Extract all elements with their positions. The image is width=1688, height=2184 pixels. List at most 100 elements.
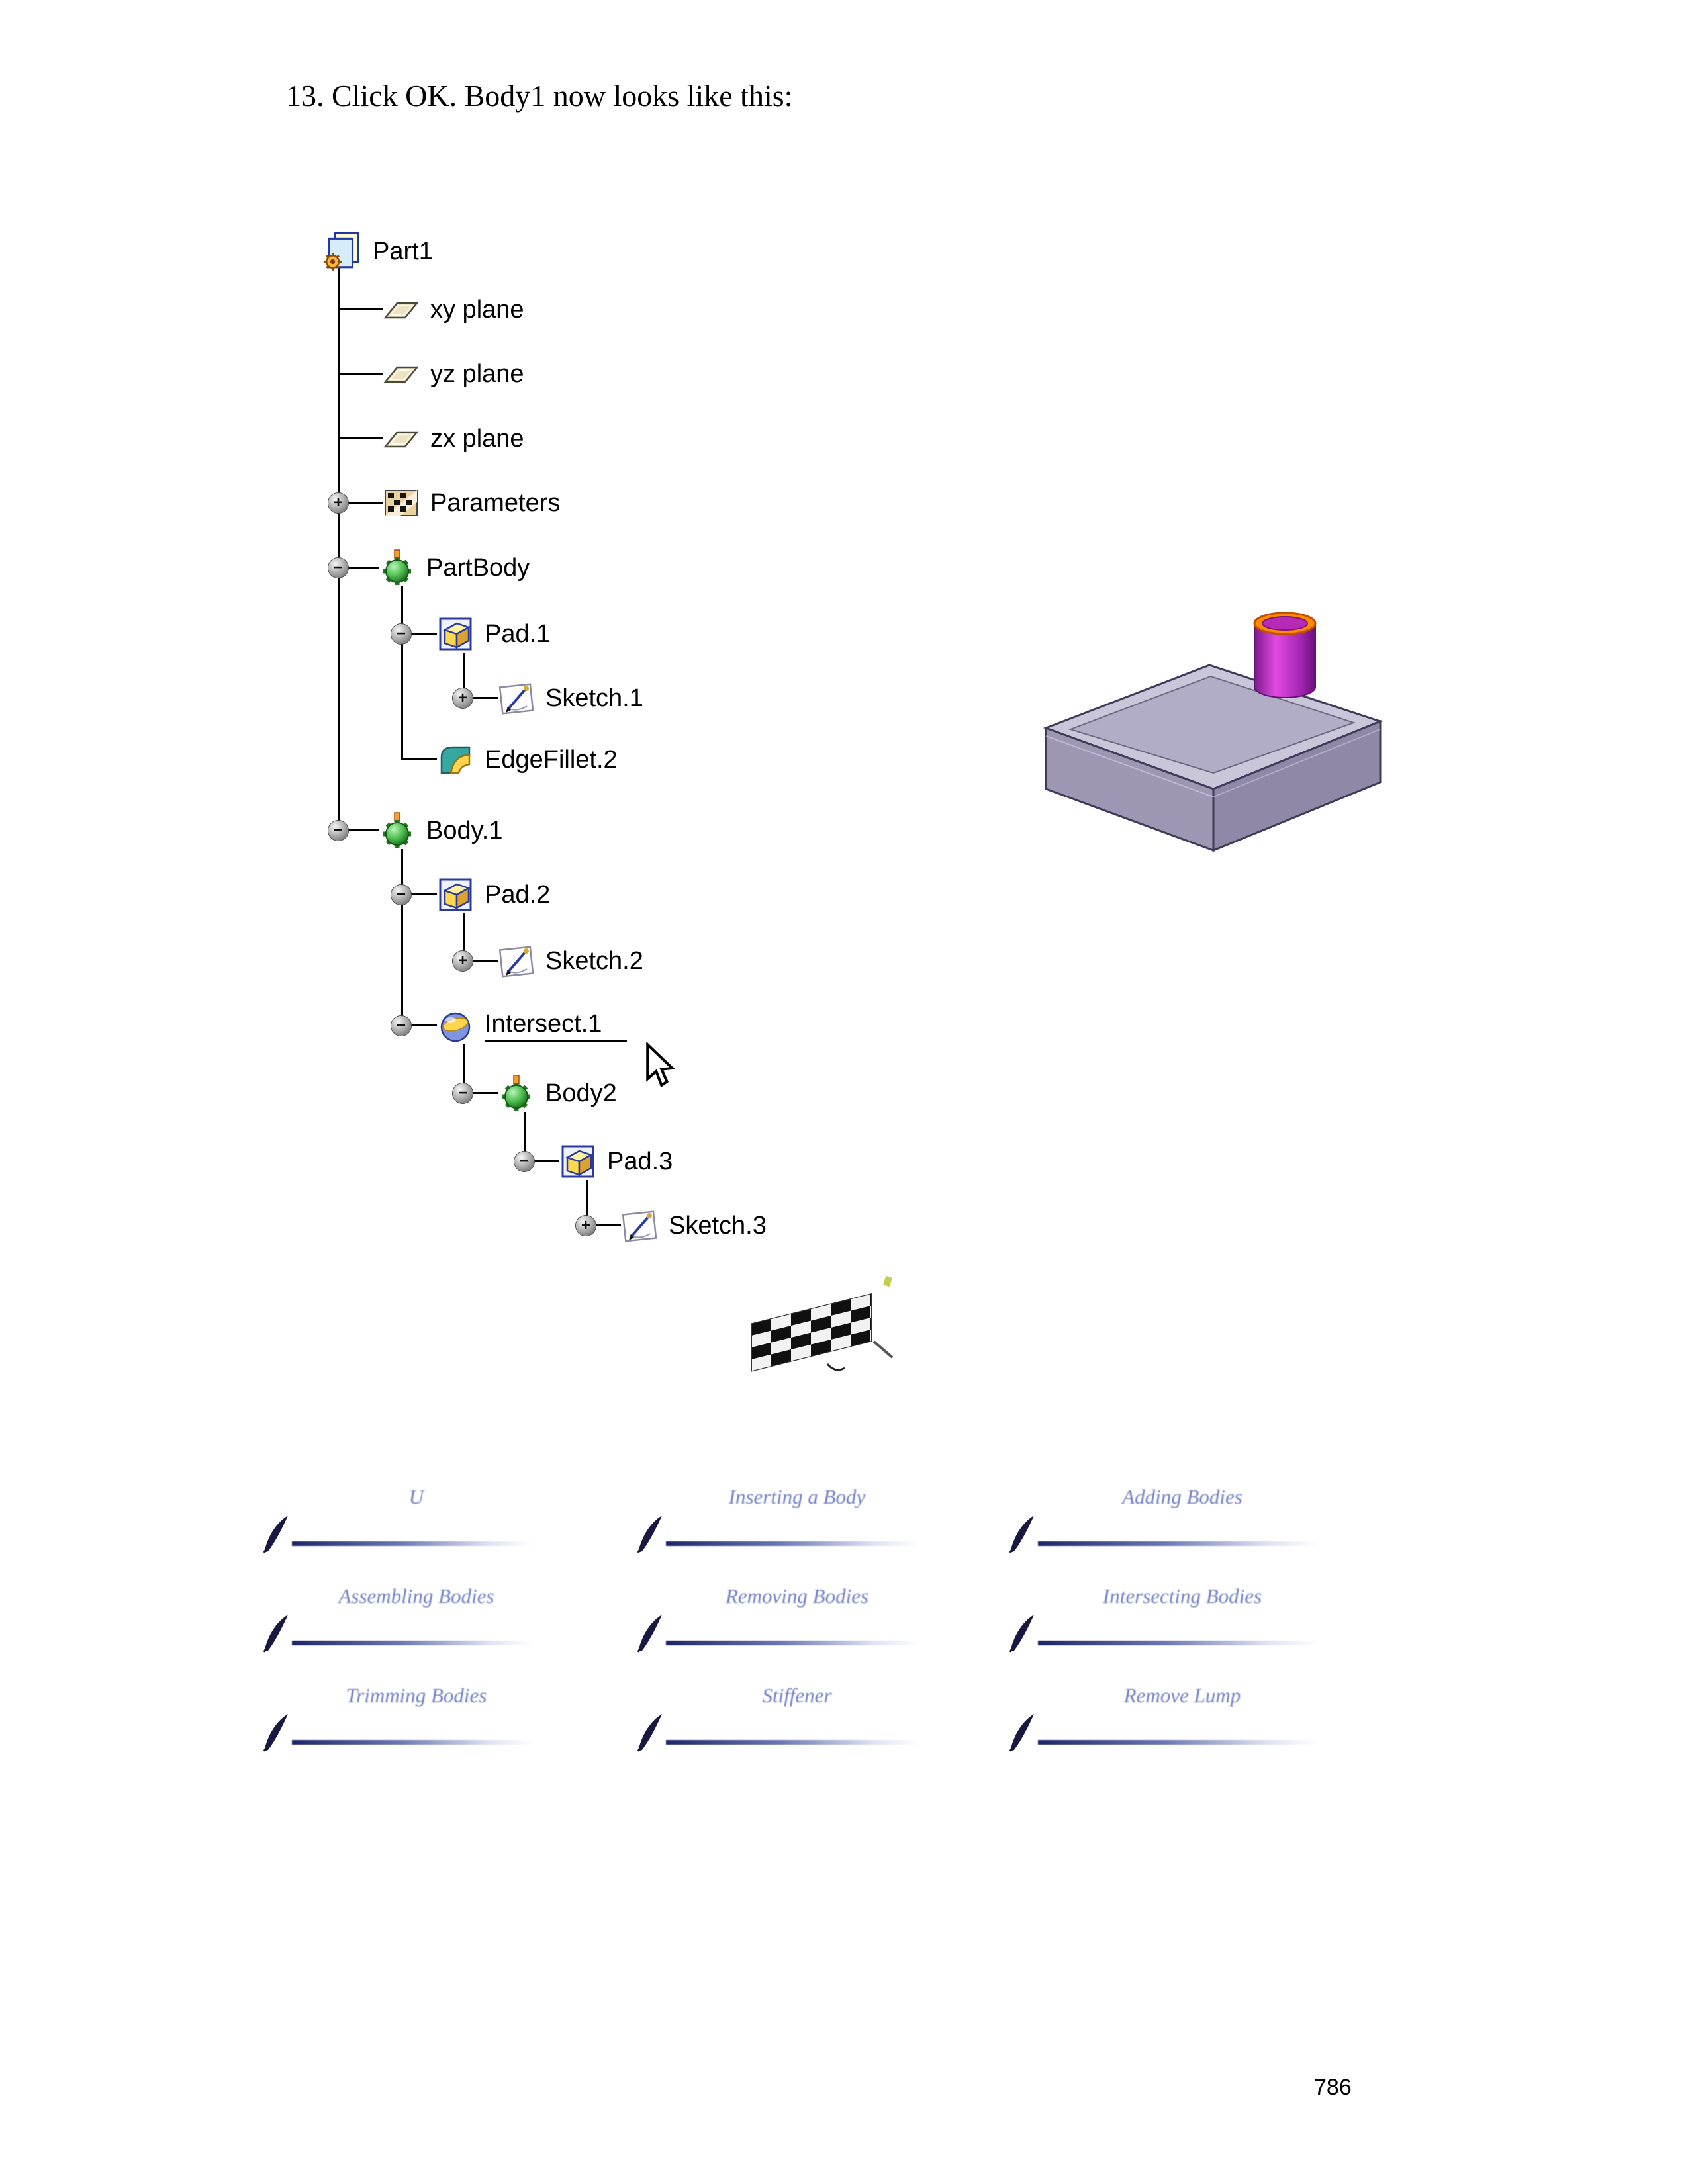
edge-fillet-icon	[437, 741, 474, 778]
related-link[interactable]: Inserting a Body	[728, 1485, 866, 1508]
tree-item-label: zx plane	[430, 424, 524, 453]
tree-item-label: Pad.1	[485, 619, 551, 648]
body-gear-icon	[379, 549, 416, 586]
tree-line	[463, 1092, 498, 1094]
expander-toggle-pad3[interactable]: −	[514, 1152, 534, 1171]
link-underline	[292, 1740, 533, 1745]
related-link[interactable]: Stiffener	[762, 1684, 832, 1707]
body-gear-icon	[379, 812, 416, 849]
tree-item-body2[interactable]: Body2	[498, 1073, 617, 1113]
tree-item-sketch3[interactable]: Sketch.3	[621, 1206, 767, 1246]
related-link[interactable]: Adding Bodies	[1122, 1485, 1243, 1508]
tree-item-part1[interactable]: Part1	[321, 232, 433, 271]
pad-icon	[559, 1143, 596, 1180]
related-link[interactable]: Intersecting Bodies	[1102, 1584, 1262, 1608]
tree-line	[338, 829, 379, 831]
cylinder-body	[1254, 623, 1316, 698]
quill-icon	[1006, 1709, 1037, 1756]
tree-line	[463, 913, 465, 961]
tree-line	[401, 849, 403, 1026]
related-link-cell: Removing Bodies	[635, 1582, 920, 1655]
intersect-icon	[437, 1007, 474, 1044]
related-link[interactable]: Trimming Bodies	[346, 1684, 487, 1707]
tree-item-parameters[interactable]: Parameters	[383, 483, 560, 523]
tree-item-yz-plane[interactable]: yz plane	[383, 354, 524, 394]
tree-item-sketch1[interactable]: Sketch.1	[498, 678, 643, 718]
mouse-cursor-icon	[645, 1041, 680, 1089]
quill-icon	[634, 1610, 665, 1657]
tree-line	[338, 308, 383, 310]
expander-toggle-pad2[interactable]: −	[391, 885, 411, 905]
tree-line	[401, 758, 437, 760]
expander-toggle-pad1[interactable]: −	[391, 624, 411, 644]
link-underline	[666, 1541, 920, 1546]
checkered-flag-icon	[728, 1267, 907, 1383]
plane-icon	[383, 420, 420, 457]
link-underline	[1038, 1541, 1319, 1546]
tree-item-label: Part1	[373, 237, 433, 265]
tree-line	[401, 1024, 437, 1026]
tree-line	[338, 373, 383, 375]
tree-line	[463, 1044, 465, 1093]
expander-toggle-partbody[interactable]: −	[328, 558, 348, 578]
related-link[interactable]: Remove Lump	[1123, 1684, 1241, 1707]
related-link-cell: Remove Lump	[1008, 1681, 1319, 1754]
related-link[interactable]: Assembling Bodies	[338, 1584, 494, 1608]
tree-item-partbody[interactable]: PartBody	[379, 548, 530, 588]
tree-line	[338, 567, 379, 569]
expander-toggle-sketch3[interactable]: +	[576, 1216, 596, 1236]
link-underline	[292, 1641, 533, 1645]
tree-line	[524, 1160, 559, 1162]
expander-toggle-sketch1[interactable]: +	[453, 688, 473, 708]
tree-item-pad2[interactable]: Pad.2	[437, 875, 550, 915]
quill-icon	[260, 1510, 291, 1558]
tree-item-label: EdgeFillet.2	[485, 745, 618, 774]
tree-line	[586, 1180, 588, 1226]
expander-toggle-body1[interactable]: −	[328, 821, 348, 841]
plane-icon	[383, 291, 420, 328]
related-link-cell: Adding Bodies	[1008, 1482, 1319, 1555]
parameters-icon	[383, 484, 420, 522]
sketch-icon	[498, 680, 535, 717]
plane-icon	[383, 355, 420, 392]
tree-item-label: yz plane	[430, 359, 524, 388]
part-document-icon	[321, 231, 362, 272]
pad-icon	[437, 876, 474, 913]
tree-line	[401, 586, 403, 760]
tree-item-edgefillet2[interactable]: EdgeFillet.2	[437, 740, 618, 780]
tree-item-body1[interactable]: Body.1	[379, 811, 502, 850]
related-link[interactable]: Removing Bodies	[725, 1584, 869, 1608]
related-link-cell: Inserting a Body	[635, 1482, 920, 1555]
tree-line	[463, 697, 498, 699]
link-underline	[1038, 1641, 1319, 1645]
tree-item-intersect1[interactable]: Intersect.1	[437, 1006, 628, 1046]
tree-item-zx-plane[interactable]: zx plane	[383, 419, 524, 459]
related-link[interactable]: U	[408, 1485, 424, 1508]
body-gear-icon	[498, 1075, 535, 1112]
tree-item-label: Body.1	[426, 816, 503, 844]
tree-line	[401, 893, 437, 895]
tree-line	[401, 633, 437, 635]
tree-item-xy-plane[interactable]: xy plane	[383, 290, 524, 330]
box-right-face	[1212, 719, 1382, 852]
expander-toggle-intersect1[interactable]: −	[391, 1016, 411, 1036]
tree-item-sketch2[interactable]: Sketch.2	[498, 941, 643, 981]
tree-line	[463, 653, 465, 698]
tree-item-label: Pad.3	[607, 1147, 673, 1175]
model-3d-view	[1036, 596, 1397, 857]
tree-item-label: Body2	[545, 1079, 617, 1107]
tree-item-label: Sketch.3	[669, 1211, 767, 1240]
expander-toggle-body2[interactable]: −	[453, 1083, 473, 1103]
tree-item-label: Sketch.2	[545, 946, 643, 975]
link-underline	[666, 1740, 920, 1745]
expander-toggle-parameters[interactable]: +	[328, 493, 348, 513]
link-underline	[666, 1641, 920, 1645]
box-inner-floor	[1068, 675, 1356, 774]
related-link-cell: Stiffener	[635, 1681, 920, 1754]
tree-item-pad1[interactable]: Pad.1	[437, 614, 550, 654]
expander-toggle-sketch2[interactable]: +	[453, 951, 473, 971]
sketch-icon	[498, 942, 535, 979]
tree-item-pad3[interactable]: Pad.3	[559, 1142, 673, 1181]
tree-item-label: Intersect.1	[485, 1010, 628, 1042]
page-number: 786	[1314, 2075, 1352, 2100]
